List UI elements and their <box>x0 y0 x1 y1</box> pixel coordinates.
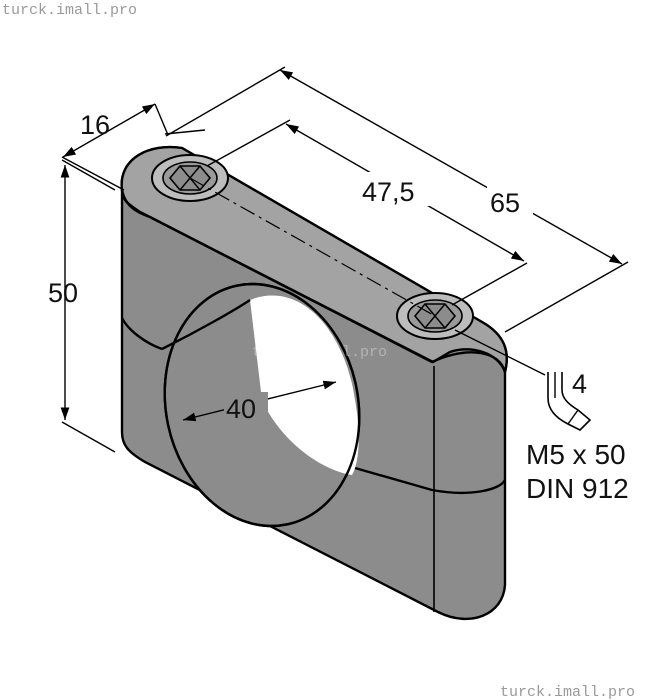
screw-spec-line1: M5 x 50 <box>526 439 626 470</box>
hex-key-icon <box>547 372 592 431</box>
screw-leader-line <box>454 329 546 376</box>
dimension-depth <box>61 103 206 191</box>
dimension-hole-spacing-label-bg <box>360 172 430 206</box>
split-line-right <box>354 466 507 494</box>
hex-key-size-label: 4 <box>572 369 587 399</box>
dimension-bore-label: 40 <box>226 394 256 424</box>
hole-center-line <box>189 177 436 317</box>
watermark-top-left: turck.imall.pro <box>2 2 137 19</box>
watermark-center: turck.imall.pro <box>252 344 387 361</box>
split-line-left <box>120 317 163 351</box>
dimension-hole-spacing-label: 47,5 <box>362 177 415 207</box>
top-front-edge <box>120 189 433 364</box>
bore-outline <box>163 282 361 528</box>
watermark-bottom-right: turck.imall.pro <box>500 684 635 700</box>
dimension-length-label: 65 <box>490 188 520 218</box>
dimension-depth-label: 16 <box>80 110 110 140</box>
dimension-height-label: 50 <box>48 278 78 308</box>
screw-spec-line2: DIN 912 <box>526 473 629 504</box>
dimension-height <box>60 159 116 453</box>
top-right-edge <box>431 351 507 373</box>
dimension-bore-label-bg <box>224 392 268 424</box>
